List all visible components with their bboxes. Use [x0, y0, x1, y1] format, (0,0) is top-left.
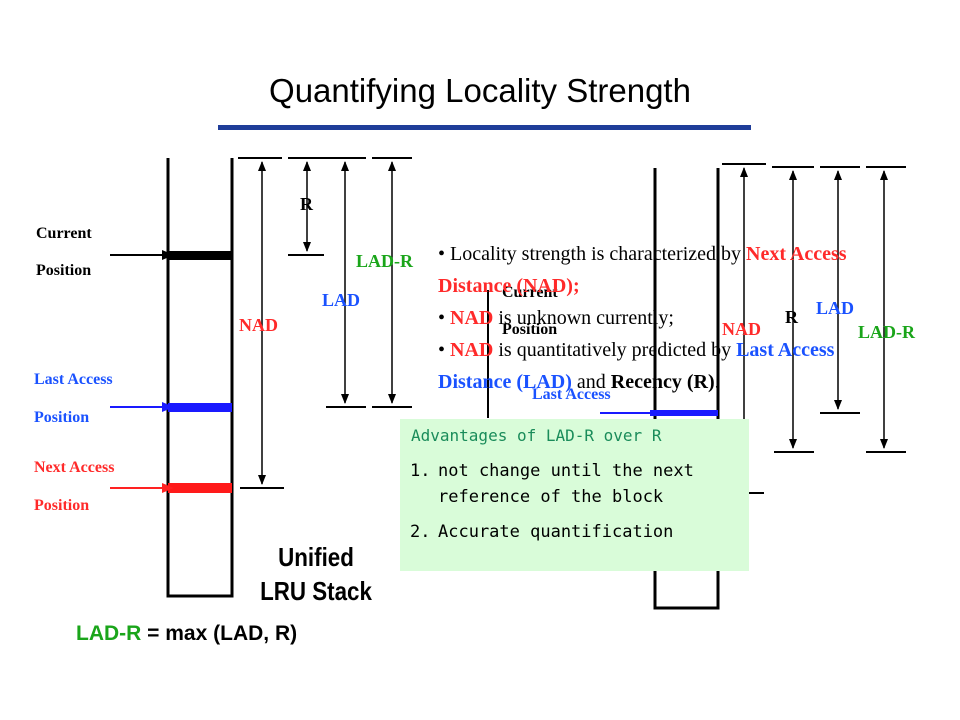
next-access-bar — [168, 483, 232, 493]
advantages-heading: Advantages of LAD-R over R — [411, 426, 662, 445]
advantages-list: 1.not change until the next reference of… — [410, 449, 744, 545]
advantage-item: 2.Accurate quantification — [410, 522, 674, 542]
page-title: Quantifying Locality Strength — [269, 72, 691, 109]
nad-label: NAD — [239, 315, 278, 335]
bullet-1: • Locality strength is characterized by … — [438, 243, 847, 297]
bullet-3: • NAD is quantitatively predicted by Las… — [438, 339, 835, 393]
next-access-label-1: Next Access — [34, 459, 115, 476]
right-stack — [653, 168, 720, 610]
right-last-access-label: Last Access — [532, 386, 611, 403]
right-nad-label: NAD — [722, 319, 761, 339]
bullet-list: • Locality strength is characterized by … — [438, 238, 908, 398]
lad-r-label: LAD-R — [356, 251, 413, 271]
current-position-label-2: Position — [36, 262, 92, 279]
stack-title: Unified LRU Stack — [260, 542, 372, 606]
advantage-item: 1.not change until the next reference of… — [410, 461, 694, 507]
right-current-position-label-1: Current — [502, 284, 558, 301]
left-stack — [166, 158, 234, 598]
advantages-box: Advantages of LAD-R over R 1.not change … — [400, 419, 749, 571]
bullet-1-keyword: Next Access Distance (NAD); — [438, 243, 847, 297]
bullet-2: • NAD is unknown currently; — [438, 307, 674, 329]
last-access-label-1: Last Access — [34, 371, 113, 388]
title-underline — [218, 125, 751, 130]
right-lad-label: LAD — [816, 298, 855, 318]
lad-label: LAD — [322, 290, 361, 310]
current-position-bar — [168, 251, 232, 260]
current-position-label-1: Current — [36, 225, 92, 242]
next-access-label-2: Position — [34, 497, 90, 514]
right-lad-r-label: LAD-R — [858, 322, 915, 342]
right-current-position-label-2: Position — [502, 321, 558, 338]
right-r-label: R — [785, 307, 798, 327]
bullet-2-keyword: NAD — [450, 307, 494, 329]
last-access-bar — [168, 403, 232, 412]
r-label: R — [300, 194, 313, 214]
lad-r-formula: LAD-R = max (LAD, R) — [76, 622, 298, 645]
last-access-label-2: Position — [34, 409, 90, 426]
right-last-access-bar — [650, 410, 718, 416]
